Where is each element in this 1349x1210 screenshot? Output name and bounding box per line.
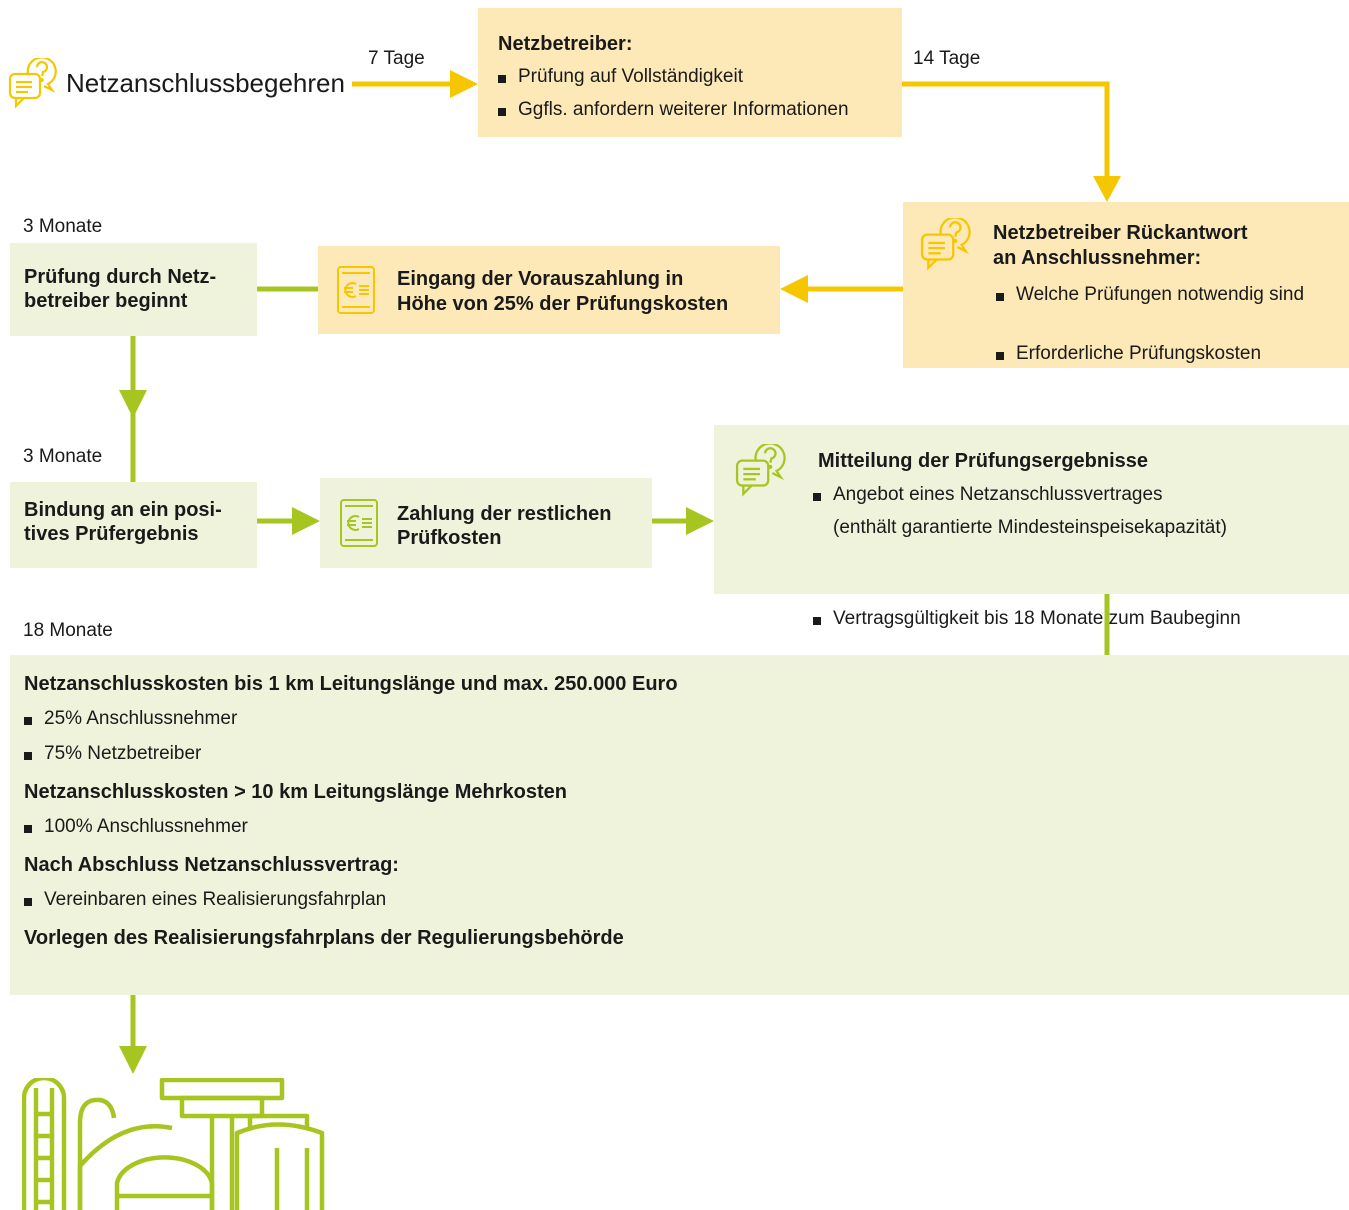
results-box: Mitteilung der Prüfungsergebnisse Angebo… [714,425,1349,629]
connector-netzbetreiber-to-reply [902,81,1110,178]
arrowhead-netzbetreiber [450,70,478,98]
euro-document-icon [339,498,379,548]
chat-question-icon [8,58,60,110]
biogas-plant-icon [22,1078,327,1210]
review-start-box: Prüfung durch Netz- betreiber beginnt [10,243,257,336]
arrowhead-binding [119,390,147,418]
results-item: Vertragsgültigkeit bis 18 Monate zum Bau… [813,607,1349,631]
netzbetreiber-item: Prüfung auf Vollständigkeit [498,65,902,89]
costs-item: Vereinbaren eines Realisierungsfahrplan [24,888,1349,912]
netzbetreiber-item: Ggfls. anfordern weiterer Informationen [498,98,902,122]
costs-heading-2: Netzanschlusskosten > 10 km Leitungsläng… [24,781,567,803]
reply-title-line1: Netzbetreiber Rückantwort [993,222,1248,244]
netzbetreiber-title: Netzbetreiber: [498,33,633,55]
reply-title-line2: an Anschlussnehmer: [993,247,1202,269]
arrowhead-payment [292,507,320,535]
arrowhead-reply [1093,176,1121,202]
costs-item: 100% Anschlussnehmer [24,815,1349,839]
results-item: Angebot eines Netzanschlussvertrages (en… [813,483,1349,540]
duration-3-monate-1: 3 Monate [23,216,103,237]
results-item-line1: Angebot eines Netzanschlussvertrages [833,484,1163,505]
netzbetreiber-box: Netzbetreiber: Prüfung auf Vollständigke… [478,8,902,137]
duration-18-monate: 18 Monate [23,620,113,641]
duration-7-tage: 7 Tage [368,48,425,69]
arrowhead-prepayment [780,275,808,303]
review-line1: Prüfung durch Netz- [24,266,217,288]
costs-heading-1: Netzanschlusskosten bis 1 km Leitungslän… [24,673,678,695]
arrowhead-results [686,507,714,535]
prepayment-box: Eingang der Vorauszahlung in Höhe von 25… [318,246,780,334]
chat-question-icon [735,444,789,498]
binding-box: Bindung an ein posi- tives Prüfergebnis [10,482,257,568]
costs-heading-3: Nach Abschluss Netzanschlussvertrag: [24,854,399,876]
review-line2: betreiber beginnt [24,290,188,312]
euro-document-icon [336,265,376,315]
arrowhead-plant [119,1046,147,1074]
binding-line1: Bindung an ein posi- [24,499,222,521]
costs-box: Netzanschlusskosten bis 1 km Leitungslän… [10,655,1349,995]
costs-item: 25% Anschlussnehmer [24,707,1349,731]
costs-item: 75% Netzbetreiber [24,742,1349,766]
duration-14-tage: 14 Tage [913,48,981,69]
duration-3-monate-2: 3 Monate [23,446,103,467]
costs-heading-4: Vorlegen des Realisierungsfahrplans der … [24,927,624,949]
payment-box: Zahlung der restlichen Prüfkosten [320,478,652,568]
prepayment-line2: Höhe von 25% der Prüfungskosten [397,293,729,315]
start-label: Netzanschlussbegehren [66,68,345,98]
reply-item: Erforderliche Prüfungskosten [996,342,1349,366]
results-item-line2: (enthält garantierte Mindesteinspeisekap… [833,517,1227,538]
results-title: Mitteilung der Prüfungsergebnisse [818,450,1149,472]
prepayment-line1: Eingang der Vorauszahlung in [397,268,684,290]
chat-question-icon [920,218,974,272]
payment-line2: Prüfkosten [397,527,502,549]
binding-line2: tives Prüfergebnis [24,523,199,545]
reply-item: Welche Prüfungen notwendig sind [996,283,1349,307]
reply-box: Netzbetreiber Rückantwort an Anschlussne… [903,202,1349,368]
payment-line1: Zahlung der restlichen [397,503,612,525]
